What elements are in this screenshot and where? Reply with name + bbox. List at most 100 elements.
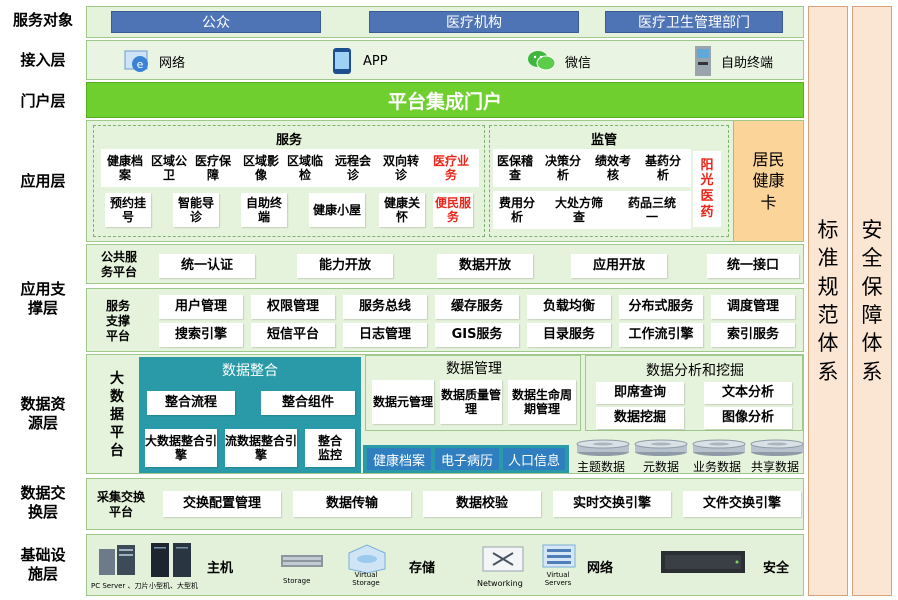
access-app: APP (331, 47, 388, 75)
mainframe-icon (151, 543, 191, 577)
service-telemedicine: 远程会诊 (333, 151, 373, 185)
public-data-open: 数据开放 (437, 254, 533, 278)
db-shared-data: 共享数据 (751, 460, 800, 474)
record-health-archive: 健康档案 (367, 448, 431, 470)
database-stack-icon (692, 439, 746, 456)
service-medical-insurance: 医疗保障 (193, 151, 233, 185)
row-label-application: 应用层 (20, 172, 66, 191)
service-convenience: 便民服务 (433, 193, 473, 227)
access-band: e 网络 APP 微信 自助终端 (86, 40, 804, 80)
public-capability-open: 能力开放 (297, 254, 393, 278)
public-unified-auth: 统一认证 (159, 254, 255, 278)
integration-flow: 整合流程 (147, 391, 235, 415)
support-permission-mgmt: 权限管理 (251, 295, 335, 319)
database-stack-icon (576, 439, 630, 456)
integration-monitor: 整合监控 (305, 429, 355, 467)
data-analysis-title: 数据分析和挖掘 (646, 363, 744, 379)
data-management-panel: 数据管理 数据元管理 数据质量管理 数据生命周期管理 (365, 355, 581, 431)
support-load-balance: 负载均衡 (527, 295, 611, 319)
support-cache-service: 缓存服务 (435, 295, 519, 319)
data-quality-management: 数据质量管理 (440, 380, 502, 424)
virtual-servers-icon (542, 544, 576, 568)
exchange-data-validation: 数据校验 (423, 491, 541, 517)
storage-label: 存储 (409, 561, 436, 576)
support-index-service: 索引服务 (711, 323, 795, 347)
db-subject-data: 主题数据 (577, 460, 626, 474)
bigdata-platform-label: 大数据平台 (110, 370, 124, 460)
support-sms-platform: 短信平台 (251, 323, 335, 347)
networking-caption: Networking (477, 579, 523, 588)
public-platform-band: 公共服务平台 统一认证 能力开放 数据开放 应用开放 统一接口 (86, 244, 804, 284)
internet-explorer-icon: e (124, 50, 148, 72)
supervision-title: 监管 (590, 133, 617, 148)
service-title: 服务 (275, 133, 302, 148)
service-health-record: 健康档案 (105, 151, 145, 185)
service-referral: 双向转诊 (381, 151, 421, 185)
data-integration-panel: 数据整合 整合流程 整合组件 大数据整合引擎 流数据整合引擎 整合监控 (139, 357, 361, 473)
access-network: e 网络 (123, 47, 185, 75)
self-service-kiosk-icon (695, 46, 711, 76)
data-exchange-band: 采集交换平台 交换配置管理 数据传输 数据校验 实时交换引擎 文件交换引擎 (86, 478, 804, 530)
record-emr: 电子病历 (435, 448, 499, 470)
service-target-band: 公众 医疗机构 医疗卫生管理部门 (86, 6, 804, 38)
metadata-management: 数据元管理 (372, 380, 434, 424)
integration-component: 整合组件 (261, 391, 355, 415)
row-label-data-exchange: 数据交换层 (20, 483, 66, 522)
service-health-care: 健康关怀 (379, 193, 425, 227)
bigdata-integration-engine: 大数据整合引擎 (145, 429, 217, 467)
record-population: 人口信息 (503, 448, 565, 470)
row-label-data-resource: 数据资源层 (20, 394, 66, 433)
service-group (93, 125, 485, 237)
virtual-servers-caption: Virtual Servers (544, 571, 572, 588)
infrastructure-band: PC Server 、刀片 小型机、大型机 主机 Storage Virtual… (86, 534, 804, 596)
application-band: 服务 健康档案 区域公卫 医疗保障 区域影像 区域临检 远程会诊 双向转诊 医疗… (86, 120, 804, 242)
data-lifecycle-management: 数据生命周期管理 (508, 380, 576, 424)
image-analysis: 图像分析 (704, 407, 792, 429)
support-directory-service: 目录服务 (527, 323, 611, 347)
supervision-insurance-audit: 医保稽查 (495, 151, 535, 185)
access-app-label: APP (363, 53, 388, 69)
db-metadata: 元数据 (643, 460, 680, 474)
security-appliance-icon (661, 551, 745, 573)
networking-switch-icon (482, 546, 524, 572)
support-log-mgmt: 日志管理 (343, 323, 427, 347)
resident-health-card: 居民健康卡 (733, 121, 803, 241)
service-self-terminal: 自助终端 (241, 193, 287, 227)
exchange-file-engine: 文件交换引擎 (683, 491, 801, 517)
row-label-service-target: 服务对象 (12, 11, 73, 30)
service-smart-guide: 智能导诊 (173, 193, 219, 227)
ad-hoc-query: 即席查询 (596, 382, 684, 404)
row-label-portal: 门户层 (20, 92, 66, 111)
supervision-cost-analysis: 费用分析 (497, 193, 537, 227)
storage-array-icon (281, 555, 323, 567)
exchange-config-mgmt: 交换配置管理 (163, 491, 281, 517)
db-business-data: 业务数据 (693, 460, 742, 474)
supervision-drug-unification: 药品三统一 (623, 193, 681, 227)
row-label-infrastructure: 基础设施层 (20, 545, 66, 584)
supervision-drug-analysis: 基药分析 (643, 151, 683, 185)
exchange-data-transfer: 数据传输 (293, 491, 411, 517)
target-health-admin: 医疗卫生管理部门 (605, 11, 783, 33)
exchange-realtime-engine: 实时交换引擎 (553, 491, 671, 517)
service-health-hut: 健康小屋 (309, 193, 365, 227)
access-network-label: 网络 (159, 55, 186, 71)
service-regional-imaging: 区域影像 (241, 151, 281, 185)
support-distributed-service: 分布式服务 (619, 295, 703, 319)
access-kiosk: 自助终端 (693, 45, 773, 77)
virtual-storage-caption: Virtual Storage (352, 571, 380, 588)
support-user-mgmt: 用户管理 (159, 295, 243, 319)
access-kiosk-label: 自助终端 (721, 55, 774, 71)
data-integration-title: 数据整合 (222, 363, 278, 379)
row-label-access: 接入层 (20, 51, 66, 70)
data-analysis-panel: 数据分析和挖掘 即席查询 文本分析 数据挖掘 图像分析 (585, 355, 803, 431)
service-regional-public-health: 区域公卫 (149, 151, 189, 185)
portal-bar: 平台集成门户 (86, 82, 804, 118)
public-unified-interface: 统一接口 (707, 254, 799, 278)
host-caption-mainframe: 小型机、大型机 (149, 582, 198, 590)
pc-server-icon (99, 545, 135, 575)
service-medical-business: 医疗业务 (431, 151, 471, 185)
target-public: 公众 (111, 11, 321, 33)
virtual-storage-icon (348, 544, 386, 574)
standards-system-panel: 标准规范体系 (808, 6, 848, 596)
support-gis-service: GIS服务 (435, 323, 519, 347)
